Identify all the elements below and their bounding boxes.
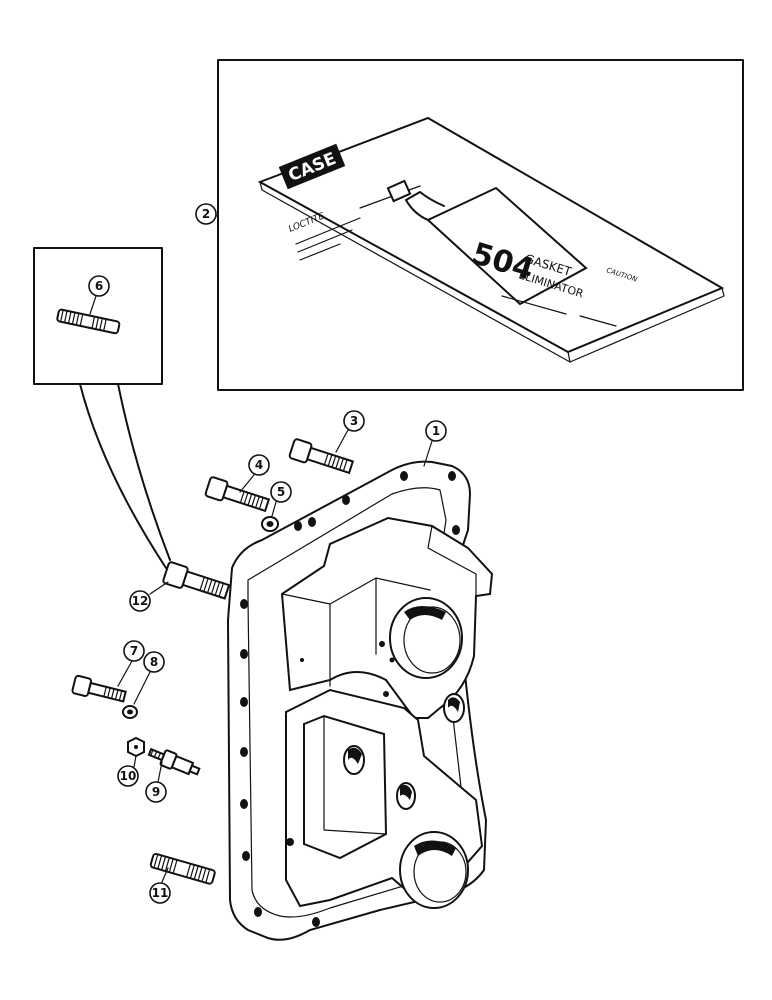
svg-text:7: 7 (130, 644, 138, 658)
svg-text:1: 1 (432, 424, 440, 438)
gasket-eliminator-inset: CASE LOCTITE 504 (214, 59, 744, 391)
lower-window (303, 714, 388, 860)
stud-11 (149, 852, 216, 885)
housing-assembly (226, 460, 494, 941)
case-logo (278, 143, 346, 190)
capscrew-3 (288, 438, 355, 475)
svg-text:10: 10 (120, 769, 137, 783)
callout-2: 2 (195, 203, 217, 225)
capscrew-4 (204, 476, 271, 513)
svg-text:5: 5 (277, 485, 285, 499)
callout-12: 12 (129, 590, 151, 612)
svg-text:8: 8 (150, 655, 158, 669)
svg-text:6: 6 (95, 279, 103, 293)
svg-text:12: 12 (132, 594, 149, 608)
washer-5 (261, 516, 279, 532)
callout-11: 11 (149, 882, 171, 904)
capscrew-12 (162, 561, 231, 600)
stud-detail-inset (33, 247, 171, 569)
svg-text:2: 2 (202, 207, 210, 221)
callout-3: 3 (343, 410, 365, 432)
fitting-9 (147, 747, 201, 776)
stud-inset-frame (33, 247, 163, 385)
inset-frame (217, 59, 744, 391)
callout-10: 10 (117, 765, 139, 787)
svg-text:4: 4 (255, 458, 263, 472)
gasket-eliminator-package: CASE LOCTITE 504 (257, 116, 725, 363)
callout-6: 6 (88, 275, 110, 297)
stud-6 (56, 308, 121, 335)
callout-4: 4 (248, 454, 270, 476)
callout-5: 5 (270, 481, 292, 503)
washer-8 (122, 705, 138, 719)
svg-text:3: 3 (350, 414, 358, 428)
callout-1: 1 (425, 420, 447, 442)
callout-7: 7 (123, 640, 145, 662)
leader-lines (117, 429, 433, 883)
sealant-tube (386, 179, 588, 306)
nut-10 (127, 736, 145, 758)
flange-bolt-holes (240, 471, 460, 927)
capscrew-7 (71, 674, 127, 703)
detail-leader-right (117, 383, 171, 561)
callout-8: 8 (143, 651, 165, 673)
callout-9: 9 (145, 781, 167, 803)
detail-leader-left (79, 383, 167, 569)
svg-text:11: 11 (152, 886, 169, 900)
svg-text:9: 9 (152, 785, 160, 799)
